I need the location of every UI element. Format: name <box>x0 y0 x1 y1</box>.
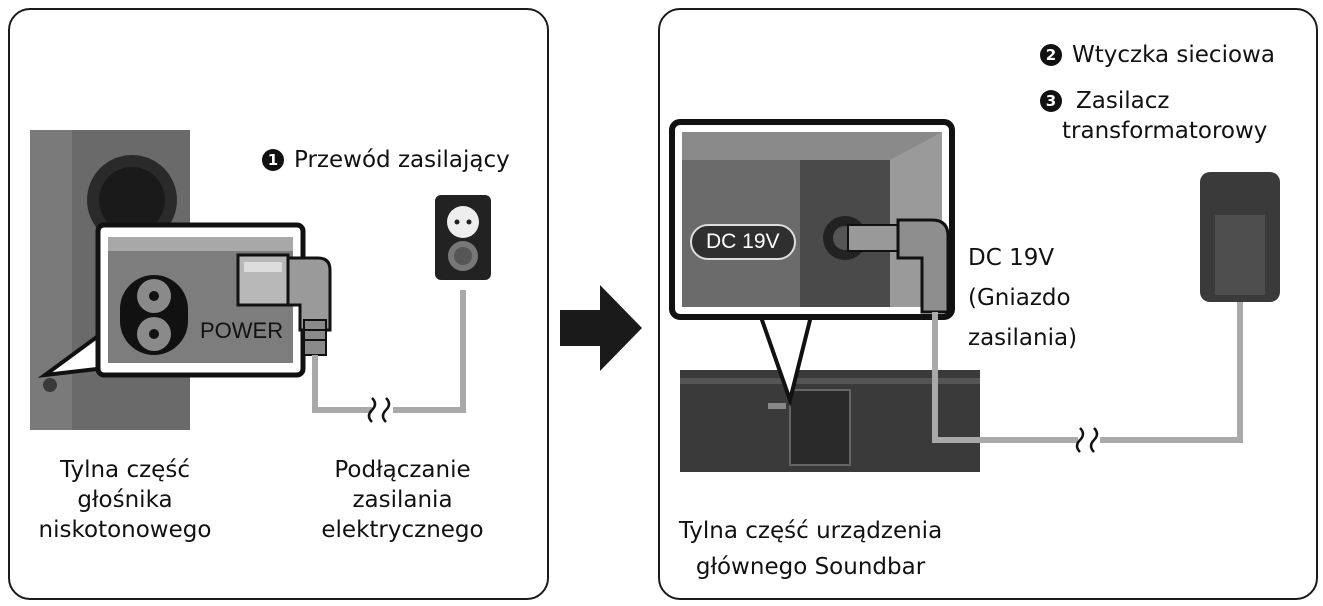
callout-number-1: 1 <box>262 149 284 171</box>
caption-line: Tylna część <box>60 457 190 483</box>
dc-label-line: DC 19V <box>968 245 1055 271</box>
caption-line: niskotonowego <box>38 517 212 543</box>
callout-text-2: Wtyczka sieciowa <box>1072 42 1275 68</box>
next-step-arrow <box>560 285 642 371</box>
dc-19v-badge: DC 19V <box>690 224 796 260</box>
caption-soundbar-back: Tylna część urządzenia głównego Soundbar <box>668 513 953 585</box>
dc-port-zoom <box>669 119 955 320</box>
power-port-zoom <box>95 222 306 378</box>
callout-number-2: 2 <box>1040 44 1062 66</box>
caption-line: głównego Soundbar <box>695 554 926 580</box>
callout-text-1: Przewód zasilający <box>294 147 510 173</box>
callout-adapter: 3 Zasilacz transformatorowy <box>1040 86 1267 146</box>
caption-power-connection: Podłączanie zasilania elektrycznego <box>300 455 505 545</box>
callout-text-3b: transformatorowy <box>1062 118 1268 144</box>
power-cord-plug <box>236 253 332 356</box>
caption-line: zasilania <box>352 487 453 513</box>
cable-break-mark-2 <box>1075 427 1099 453</box>
callout-mains-plug: 2 Wtyczka sieciowa <box>1040 40 1275 70</box>
callout-power-cord: 1 Przewód zasilający <box>262 145 510 175</box>
callout-text-3: Zasilacz transformatorowy <box>1062 86 1267 146</box>
power-port-label: POWER <box>200 318 284 343</box>
ac-adapter-icon <box>1200 172 1280 302</box>
callout-number-3: 3 <box>1040 90 1062 112</box>
figure8-socket-icon <box>120 275 188 355</box>
dc-socket-label: DC 19V (Gniazdo zasilania) <box>968 238 1103 358</box>
cable-break-mark <box>367 397 391 423</box>
wall-outlet-icon <box>435 195 491 280</box>
caption-line: Tylna część urządzenia <box>678 518 943 544</box>
dc-label-line: (Gniazdo <box>968 285 1071 311</box>
dc-plug <box>847 218 950 314</box>
caption-line: głośnika <box>77 487 173 513</box>
dc-cable-left <box>932 312 1078 443</box>
soundbar-back-illustration <box>680 370 980 472</box>
dc-label-line: zasilania) <box>968 325 1078 351</box>
caption-subwoofer-back: Tylna część głośnika niskotonowego <box>30 455 220 545</box>
caption-line: Podłączanie <box>334 457 471 483</box>
power-cable-left <box>312 355 372 413</box>
dc-cable-right <box>1100 300 1243 443</box>
power-cable-right <box>393 290 466 413</box>
callout-text-3a: Zasilacz <box>1076 88 1170 114</box>
caption-line: elektrycznego <box>321 517 484 543</box>
